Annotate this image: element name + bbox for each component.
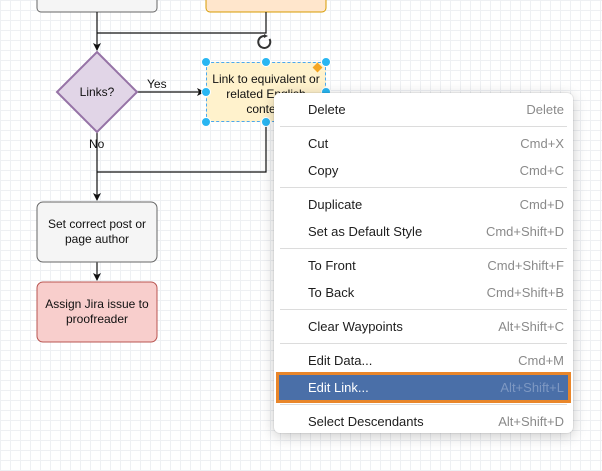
menu-item-label: To Back bbox=[308, 285, 355, 300]
menu-separator bbox=[280, 248, 567, 249]
menu-item-shortcut: Alt+Shift+D bbox=[498, 414, 564, 429]
links-decision-shape[interactable] bbox=[55, 50, 139, 134]
set-author-label: Set correct post or page author bbox=[47, 217, 147, 246]
menu-item-copy[interactable]: Copy Cmd+C bbox=[274, 157, 573, 184]
menu-item-clear-waypoints[interactable]: Clear Waypoints Alt+Shift+C bbox=[274, 313, 573, 340]
menu-separator bbox=[280, 404, 567, 405]
menu-item-label: Clear Waypoints bbox=[308, 319, 403, 334]
edge-link-to-merge[interactable] bbox=[97, 122, 267, 173]
menu-item-label: Edit Data... bbox=[308, 353, 373, 368]
menu-item-shortcut: Cmd+Shift+D bbox=[485, 224, 564, 239]
menu-item-edit-link[interactable]: Edit Link... Alt+Shift+L bbox=[276, 372, 571, 403]
menu-item-duplicate[interactable]: Duplicate Cmd+D bbox=[274, 191, 573, 218]
menu-item-label: Select Descendants bbox=[308, 414, 424, 429]
edge-yes-label: Yes bbox=[147, 77, 167, 91]
menu-item-set-as-default-style[interactable]: Set as Default Style Cmd+Shift+D bbox=[274, 218, 573, 245]
menu-item-shortcut: Cmd+X bbox=[520, 136, 564, 151]
resize-handle-ne[interactable] bbox=[321, 57, 331, 67]
menu-item-shortcut: Alt+Shift+L bbox=[500, 380, 564, 395]
edge-orange-to-decision[interactable] bbox=[97, 12, 267, 34]
menu-item-edit-data[interactable]: Edit Data... Cmd+M bbox=[274, 347, 573, 374]
menu-item-label: Duplicate bbox=[308, 197, 363, 212]
menu-item-label: Copy bbox=[308, 163, 339, 178]
links-decision-label: Links? bbox=[79, 84, 115, 99]
menu-item-label: To Front bbox=[308, 258, 356, 273]
assign-jira-shape[interactable] bbox=[36, 281, 158, 343]
menu-item-delete[interactable]: Delete Delete bbox=[274, 96, 573, 123]
menu-item-shortcut: Cmd+Shift+F bbox=[487, 258, 564, 273]
resize-handle-sw[interactable] bbox=[201, 117, 211, 127]
menu-item-shortcut: Cmd+D bbox=[519, 197, 564, 212]
top-process-shape[interactable] bbox=[36, 0, 158, 13]
menu-separator bbox=[280, 187, 567, 188]
menu-separator bbox=[280, 309, 567, 310]
menu-item-shortcut: Cmd+M bbox=[518, 353, 564, 368]
menu-item-shortcut: Cmd+Shift+B bbox=[486, 285, 564, 300]
menu-item-to-back[interactable]: To Back Cmd+Shift+B bbox=[274, 279, 573, 306]
menu-item-cut[interactable]: Cut Cmd+X bbox=[274, 130, 573, 157]
menu-item-label: Cut bbox=[308, 136, 329, 151]
edge-no-label: No bbox=[89, 137, 105, 151]
resize-handle-nw[interactable] bbox=[201, 57, 211, 67]
set-author-shape[interactable] bbox=[36, 201, 158, 263]
menu-item-label: Delete bbox=[308, 102, 346, 117]
menu-item-to-front[interactable]: To Front Cmd+Shift+F bbox=[274, 252, 573, 279]
menu-item-shortcut: Delete bbox=[526, 102, 564, 117]
menu-item-label: Edit Link... bbox=[308, 380, 369, 395]
top-orange-shape[interactable] bbox=[205, 0, 327, 13]
menu-separator bbox=[280, 343, 567, 344]
menu-item-shortcut: Alt+Shift+C bbox=[498, 319, 564, 334]
menu-item-shortcut: Cmd+C bbox=[519, 163, 564, 178]
menu-separator bbox=[280, 126, 567, 127]
menu-item-label: Set as Default Style bbox=[308, 224, 423, 239]
resize-handle-s[interactable] bbox=[261, 117, 271, 127]
assign-jira-label: Assign Jira issue to proofreader bbox=[45, 297, 149, 326]
menu-item-select-descendants[interactable]: Select Descendants Alt+Shift+D bbox=[274, 408, 573, 435]
rotate-icon[interactable] bbox=[257, 34, 273, 50]
resize-handle-n[interactable] bbox=[261, 57, 271, 67]
resize-handle-w[interactable] bbox=[201, 87, 211, 97]
